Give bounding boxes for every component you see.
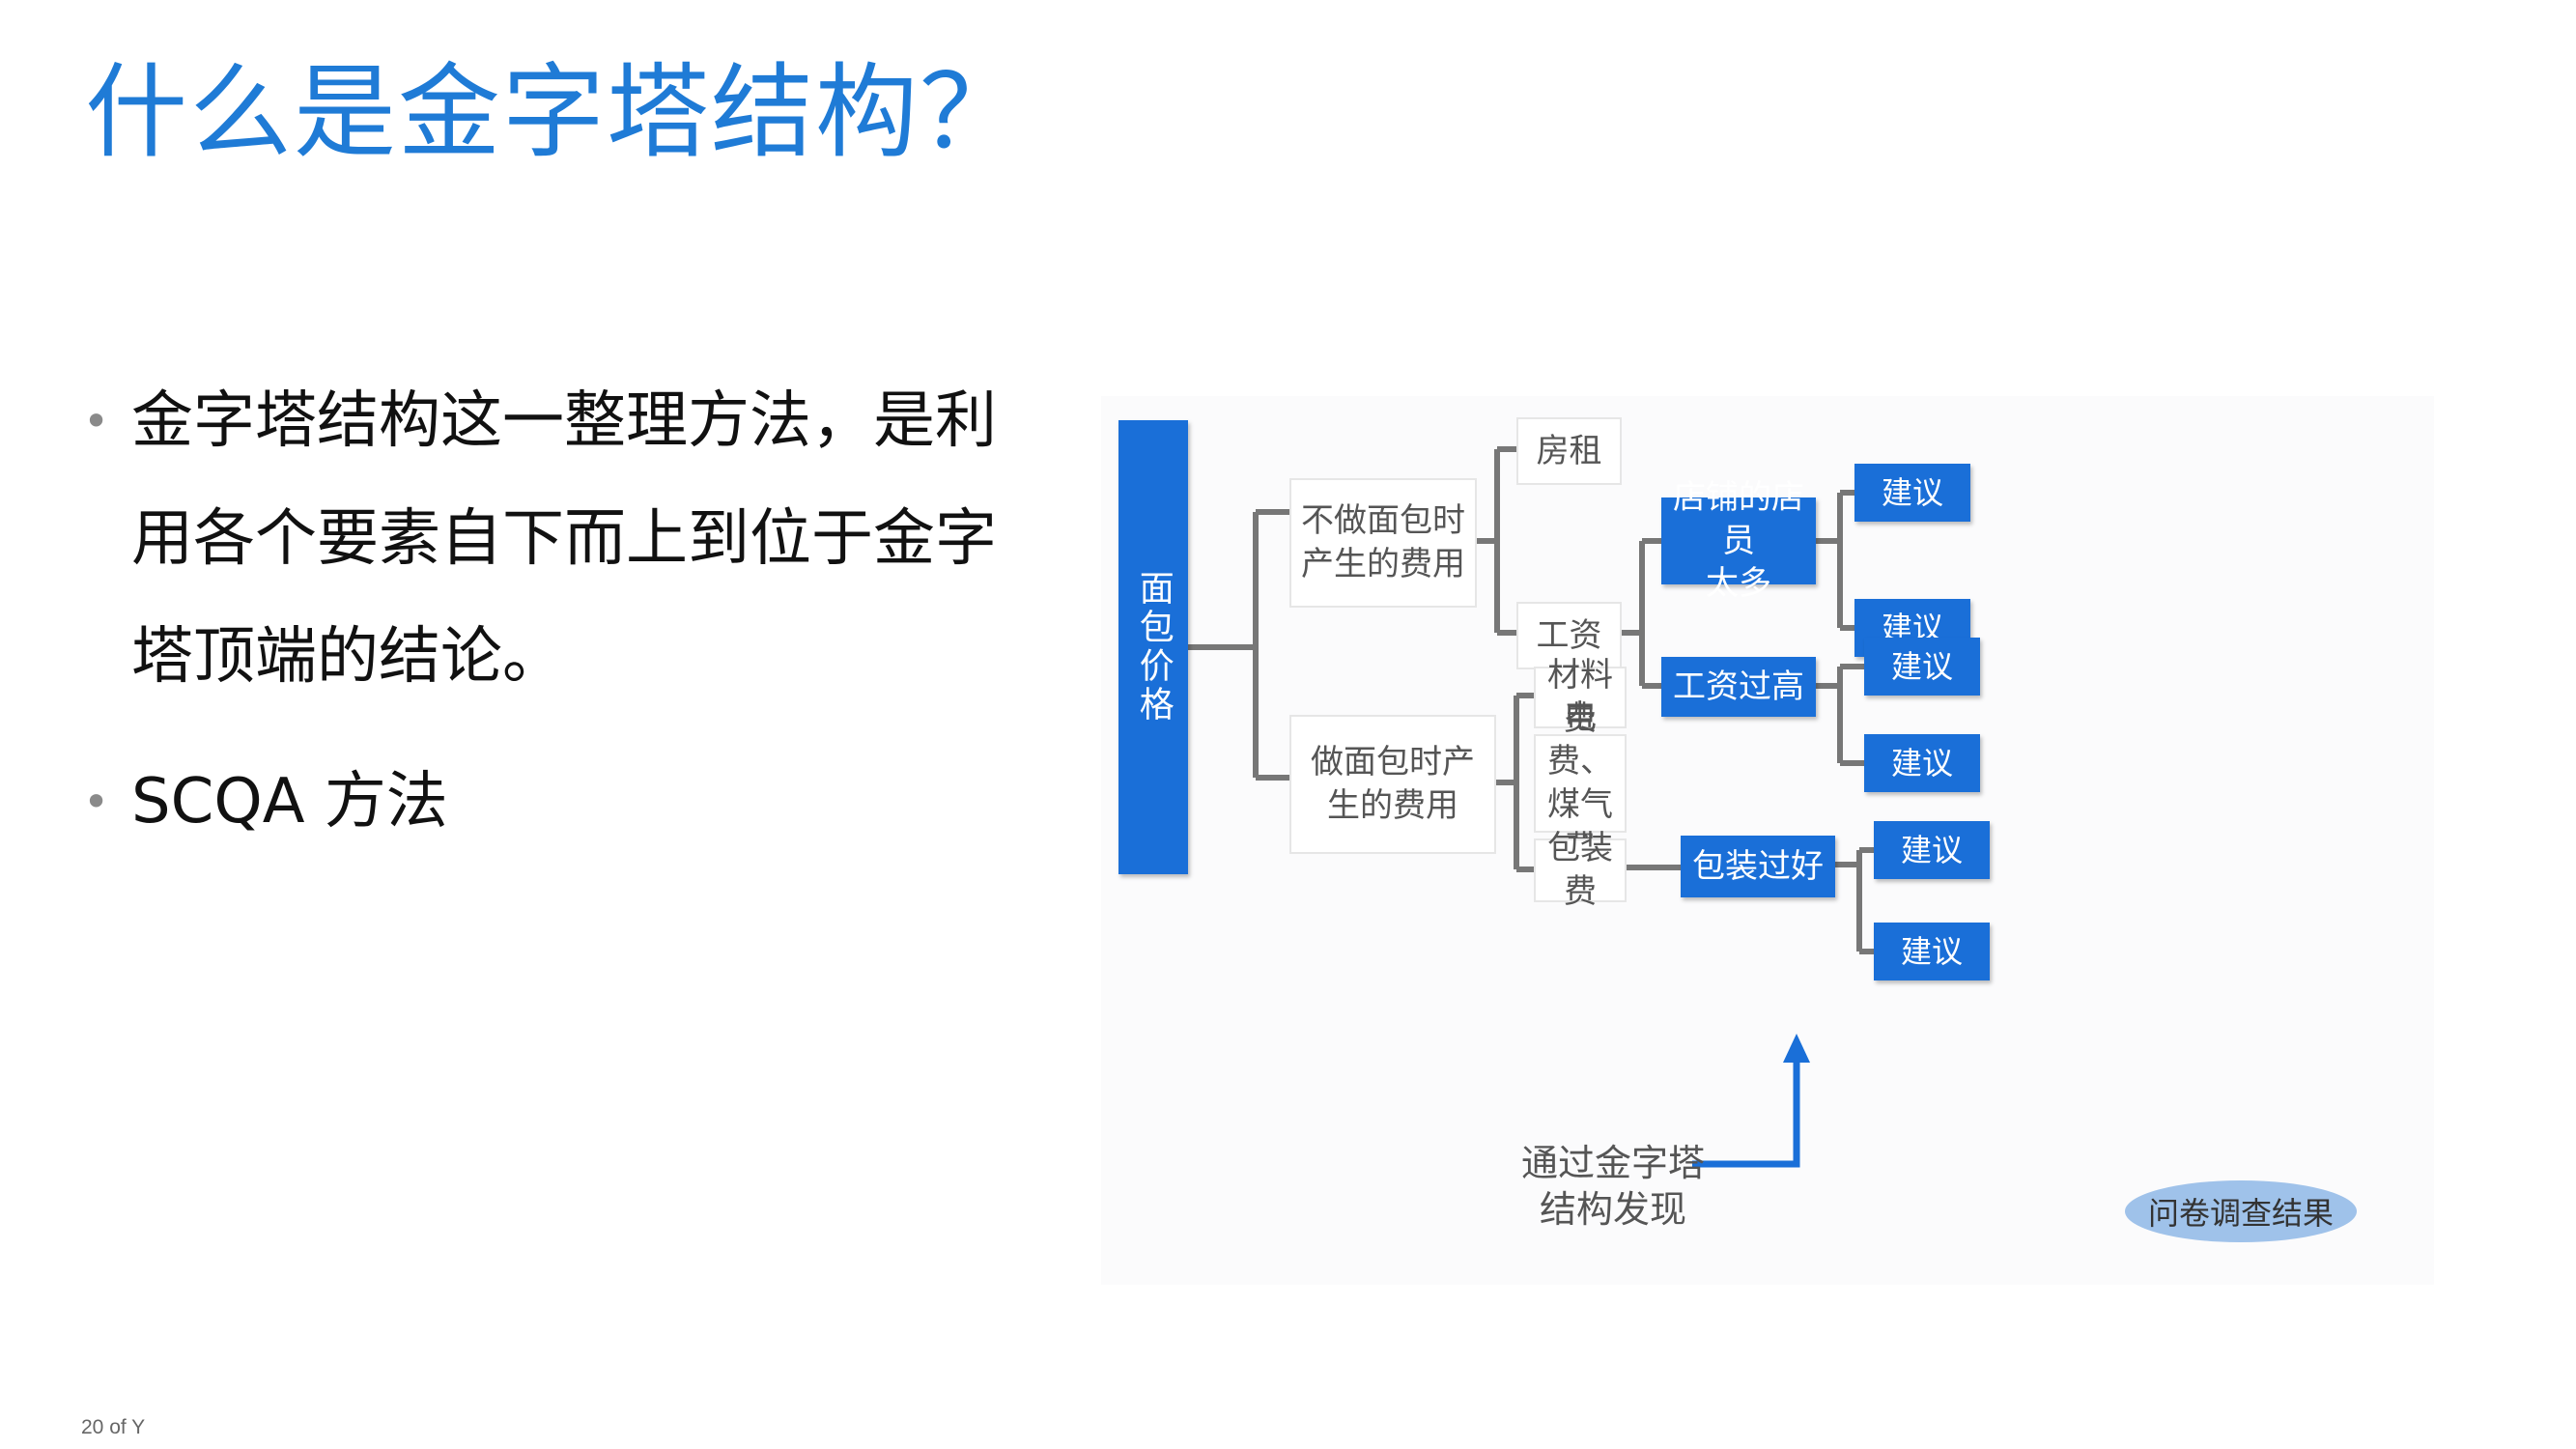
bullet-item: • 金字塔结构这一整理方法，是利用各个要素自下而上到位于金字塔顶端的结论。	[77, 362, 1005, 716]
level2-node: 包装费	[1534, 829, 1627, 911]
recommendation-node: 建议	[1874, 923, 1990, 980]
level2-node: 工资	[1516, 602, 1622, 669]
level2-node: 房租	[1516, 417, 1622, 485]
level3-node: 店铺的店员 太多	[1661, 478, 1816, 603]
level2-node: 电费、 煤气费	[1534, 698, 1627, 867]
level1-node: 不做面包时 产生的费用	[1289, 478, 1477, 608]
level3-node: 包装过好	[1681, 836, 1835, 897]
recommendation-node: 建议	[1854, 464, 1970, 522]
bullet-dot-icon: •	[83, 776, 110, 828]
bullet-text: SCQA 方法	[131, 766, 448, 838]
recommendation-node: 建议	[1864, 734, 1980, 792]
diagram-connectors	[1188, 446, 1874, 1168]
slide-title: 什么是金字塔结构？	[85, 53, 1024, 172]
recommendation-node: 建议	[1874, 821, 1990, 879]
bullet-text: 金字塔结构这一整理方法，是利用各个要素自下而上到位于金字塔顶端的结论。	[131, 385, 997, 693]
bullet-item: • SCQA 方法	[77, 743, 1005, 861]
page-number: 20 of Y	[81, 1416, 146, 1438]
diagram-caption: 通过金字塔 结构发现	[1520, 1142, 1705, 1231]
survey-result-label: 问卷调查结果	[2125, 1180, 2357, 1242]
level1-node: 做面包时产 生的费用	[1289, 715, 1496, 854]
bullet-dot-icon: •	[83, 395, 110, 447]
pyramid-diagram-photo: 面包价格 不做面包时 产生的费用 做面包时产 生的费用 房租 工资 材料费 电费…	[1101, 396, 2434, 1285]
level3-node: 工资过高	[1661, 657, 1816, 717]
recommendation-node: 建议	[1864, 638, 1980, 696]
bullet-list: • 金字塔结构这一整理方法，是利用各个要素自下而上到位于金字塔顶端的结论。 • …	[77, 362, 1005, 861]
root-node: 面包价格	[1118, 420, 1188, 874]
